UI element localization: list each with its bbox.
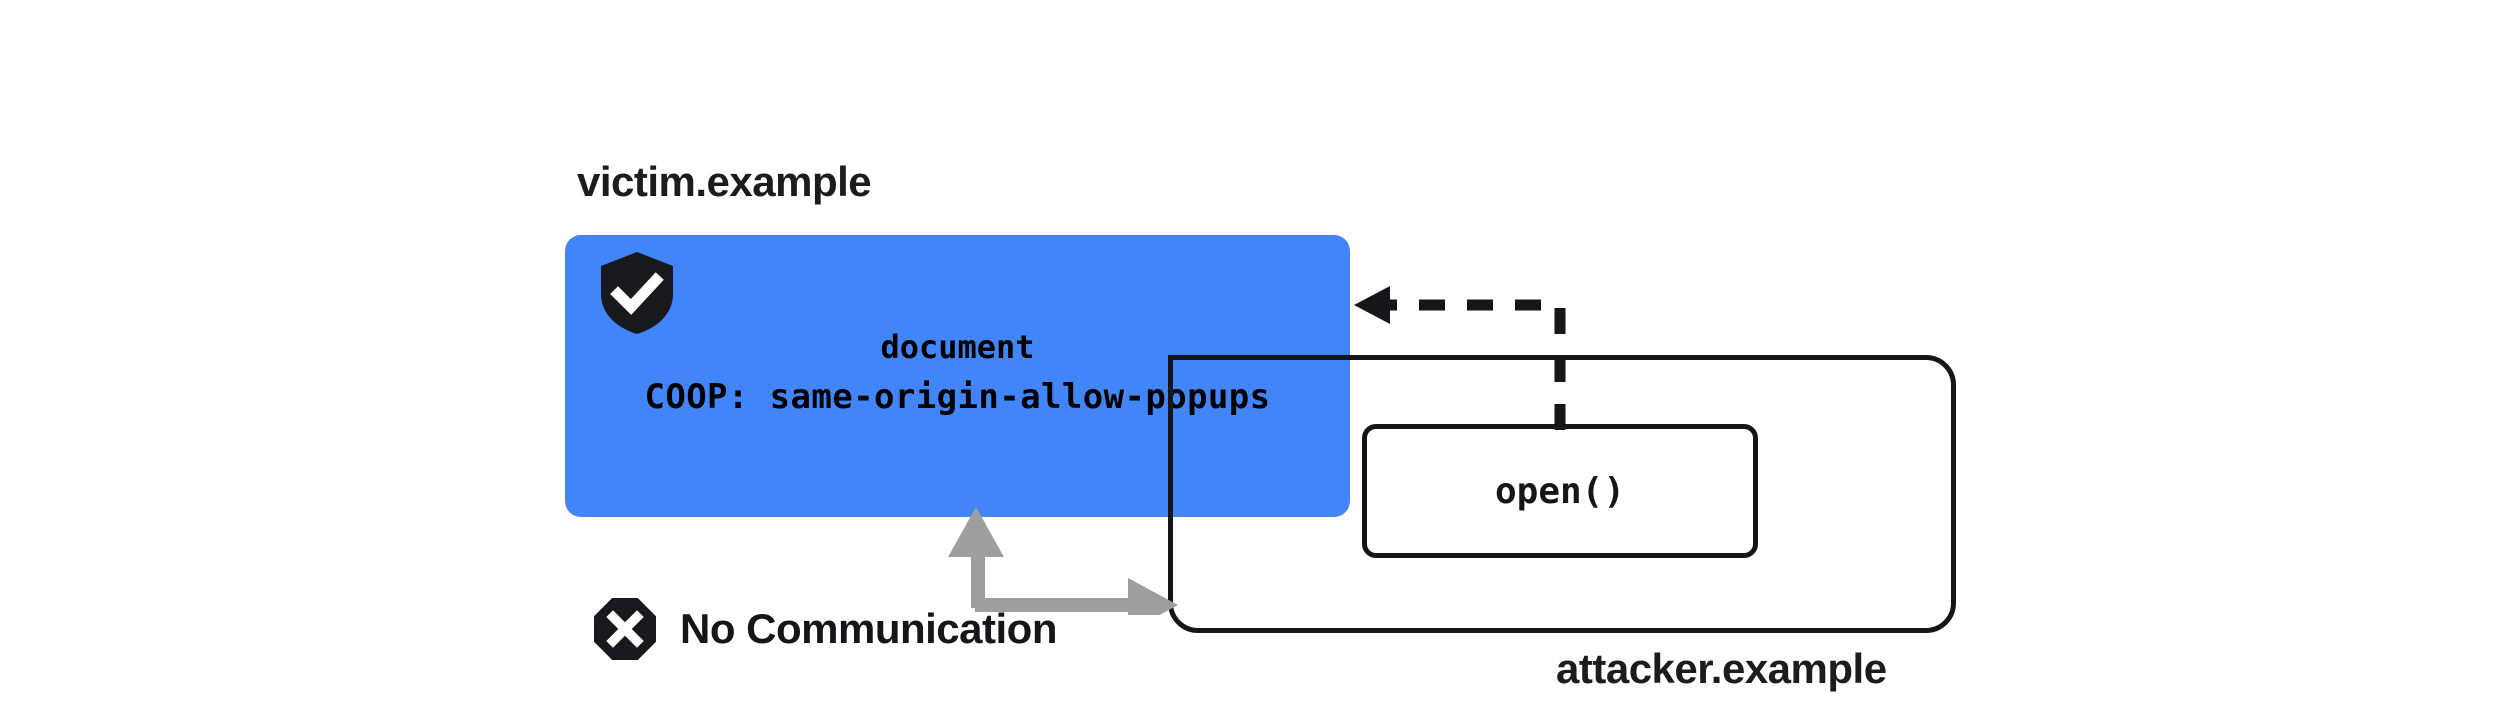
open-to-victim-dashed-arrow	[1354, 286, 1566, 430]
open-call-label: open()	[1494, 470, 1626, 512]
victim-origin-label: victim.example	[577, 158, 872, 205]
no-communication-label: No Communication	[680, 605, 1058, 652]
coop-header-label: COOP: same-origin-allow-popups	[644, 377, 1271, 417]
attacker-origin-label: attacker.example	[1556, 645, 1887, 692]
document-label: document	[880, 328, 1035, 366]
no-communication-group: No Communication	[594, 598, 1058, 660]
victim-box-text: document COOP: same-origin-allow-popups	[565, 235, 1350, 517]
open-call-box: open()	[1362, 424, 1758, 558]
victim-document-box: document COOP: same-origin-allow-popups	[565, 235, 1350, 517]
attacker-context-outline	[1168, 355, 1956, 633]
octagon-x-icon	[594, 598, 656, 660]
no-communication-arrow	[948, 507, 1178, 615]
shield-check-icon	[601, 252, 673, 334]
